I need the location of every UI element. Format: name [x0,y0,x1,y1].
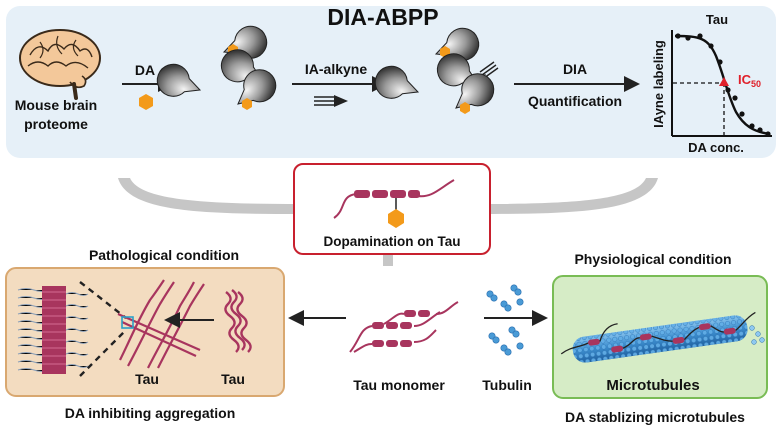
curve-target-label: Tau [706,12,728,27]
microtubule-icon [560,311,765,363]
ic50-label: IC50 [738,72,761,89]
tau-monomer-icon [349,301,459,353]
tau-fibrils-icon [117,279,205,369]
alkyne-probe-icon [314,95,348,107]
pathological-title: Pathological condition [89,247,239,263]
tubulin-label: Tubulin [482,377,532,393]
zoom-line-top [79,281,127,319]
source-label-line1: Mouse brain [15,97,97,113]
pathological-caption: DA inhibiting aggregation [65,405,236,421]
physiological-caption: DA stablizing microtubules [565,409,745,425]
tau-dopaminated-icon [333,179,455,228]
dopamine-hexagon-icon [139,94,153,110]
tau-aggregate-icon [224,289,252,353]
tau-monomer-label: Tau monomer [353,377,445,393]
fibril-tau-label: Tau [135,371,159,387]
step-ia-alkyne-label: IA-alkyne [305,61,367,77]
brain-icon [19,29,101,100]
zoom-box-icon [121,316,134,329]
microtubules-label: Microtubules [606,377,699,394]
dose-response-plot: Tau IAyne labeling DA conc. IC50 [651,12,772,155]
step-dia-label: DIA [563,61,587,77]
proteome-balls-2 [370,23,501,121]
physiological-title: Physiological condition [574,251,731,267]
ic50-marker-icon [719,77,729,86]
step-da-label: DA [135,62,155,78]
source-label-line2: proteome [24,116,88,132]
dopamination-box [293,163,491,255]
x-axis-label: DA conc. [688,140,744,155]
workflow-title: DIA-ABPP [327,4,438,30]
y-axis-label: IAyne labeling [651,40,666,128]
proteome-balls-1 [152,21,283,117]
data-points [675,33,771,137]
dopamination-label: Dopamination on Tau [324,234,461,249]
aggregate-tau-label: Tau [221,371,245,387]
step-quantification-label: Quantification [528,93,622,109]
tau-fibril-bundle-icon [17,286,89,374]
tubulin-dimers-icon [486,284,524,356]
